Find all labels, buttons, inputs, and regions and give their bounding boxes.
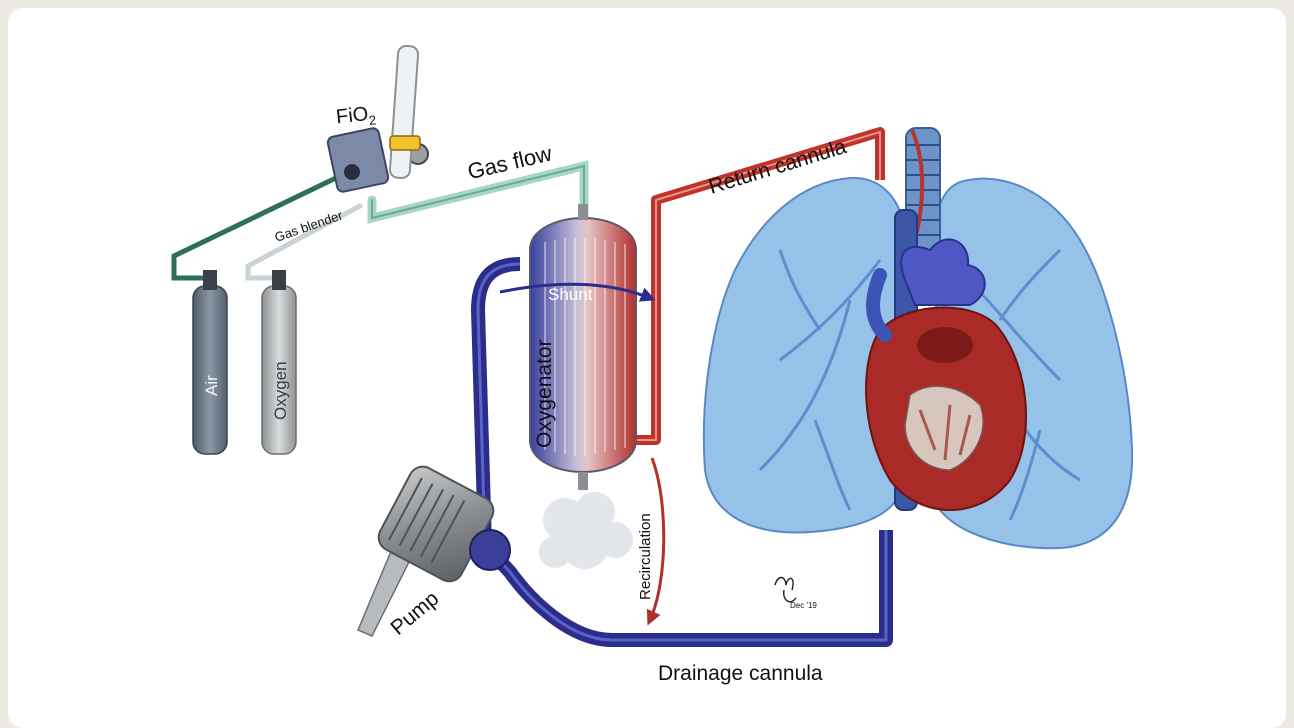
ecmo-diagram: Dec '19 FiO2 Gas blender Gas flow Return… bbox=[0, 0, 1294, 713]
air-tank bbox=[193, 270, 227, 454]
exhaust-cloud bbox=[539, 492, 633, 569]
fio2-main: FiO bbox=[335, 103, 369, 128]
svg-text:Dec '19: Dec '19 bbox=[790, 601, 817, 610]
gas-blender-label: Gas blender bbox=[273, 207, 345, 244]
oxygen-gas-line bbox=[248, 206, 360, 278]
fio2-label: FiO2 bbox=[335, 102, 377, 131]
shunt-label: Shunt bbox=[548, 285, 593, 304]
recirculation-label: Recirculation bbox=[637, 513, 654, 600]
air-label: Air bbox=[202, 375, 221, 396]
oxygenator-label: Oxygenator bbox=[533, 339, 556, 448]
fio2-subscript: 2 bbox=[368, 112, 377, 128]
artist-signature: Dec '19 bbox=[775, 578, 817, 611]
pump-label: Pump bbox=[386, 587, 443, 640]
drainage-cannula-label: Drainage cannula bbox=[658, 662, 823, 685]
oxygen-label: Oxygen bbox=[271, 361, 290, 420]
